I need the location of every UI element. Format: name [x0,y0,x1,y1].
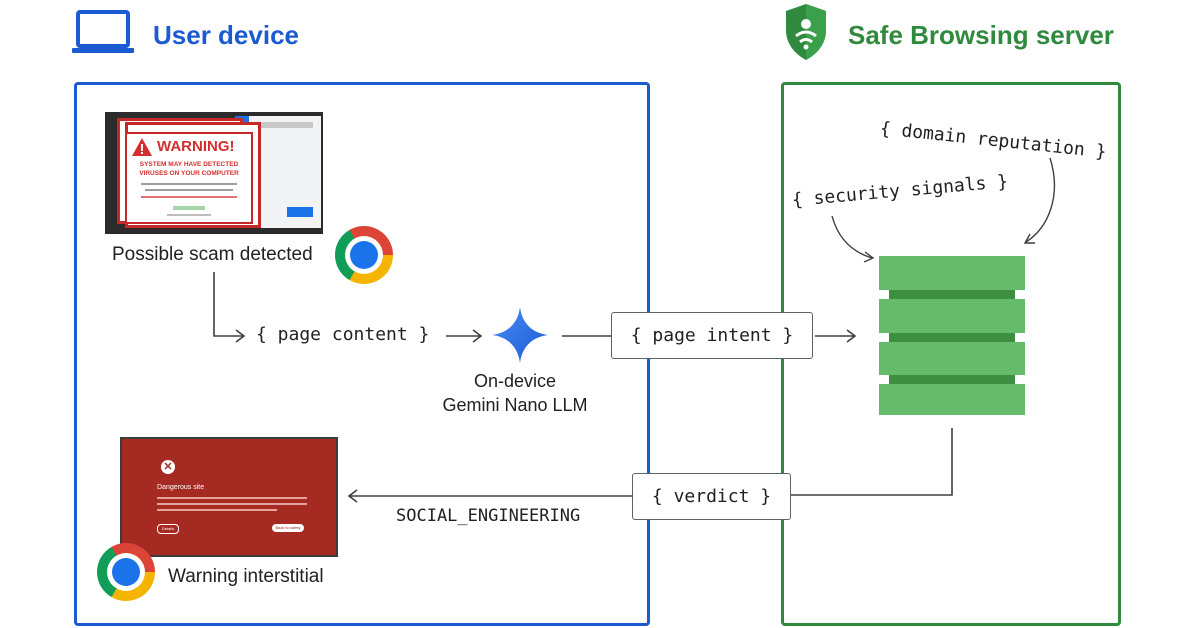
llm-line-1: On-device [473,371,557,391]
verdict-label: { verdict } [651,486,772,507]
scam-screenshot: WARNING! SYSTEM MAY HAVE DETECTED VIRUSE… [105,112,323,234]
server-title: Safe Browsing server [848,20,1114,50]
interstitial-screenshot: ✕ Dangerous site Details Back to safety [120,437,338,557]
verdict-box: { verdict } [632,473,791,520]
interstitial-heading: Dangerous site [157,484,205,491]
chrome-icon [335,226,393,284]
page-content-label: { page content } [256,324,430,345]
intent-to-server-arrow [815,329,857,343]
user-device-title: User device [153,20,299,50]
warning-line-1: SYSTEM MAY HAVE DETECTED [139,161,239,168]
llm-to-intent-line [562,335,613,337]
scam-caption: Possible scam detected [112,244,313,265]
content-to-llm-arrow [446,329,483,343]
close-icon: ✕ [161,460,175,474]
warning-line-2: VIRUSES ON YOUR COMPUTER [139,170,239,177]
scam-to-content-arrow [213,272,246,343]
llm-line-2: Gemini Nano LLM [442,395,588,415]
laptop-icon [72,10,134,58]
warning-caption: Warning interstitial [168,566,324,587]
back-to-safety-button[interactable]: Back to safety [272,524,304,532]
warning-title: WARNING! [157,138,235,155]
warning-popup: WARNING! SYSTEM MAY HAVE DETECTED VIRUSE… [125,132,253,224]
chrome-icon [97,543,155,601]
verdict-to-interstitial-arrow [347,489,633,503]
warning-triangle-icon [132,138,152,156]
page-intent-label: { page intent } [630,325,794,346]
shield-icon [782,2,830,62]
page-intent-box: { page intent } [611,312,813,359]
signal-arrows [831,157,1056,263]
social-engineering-label: SOCIAL_ENGINEERING [396,506,581,526]
gemini-sparkle-icon [492,307,548,363]
details-button[interactable]: Details [157,524,179,534]
server-to-verdict-line [790,428,953,496]
